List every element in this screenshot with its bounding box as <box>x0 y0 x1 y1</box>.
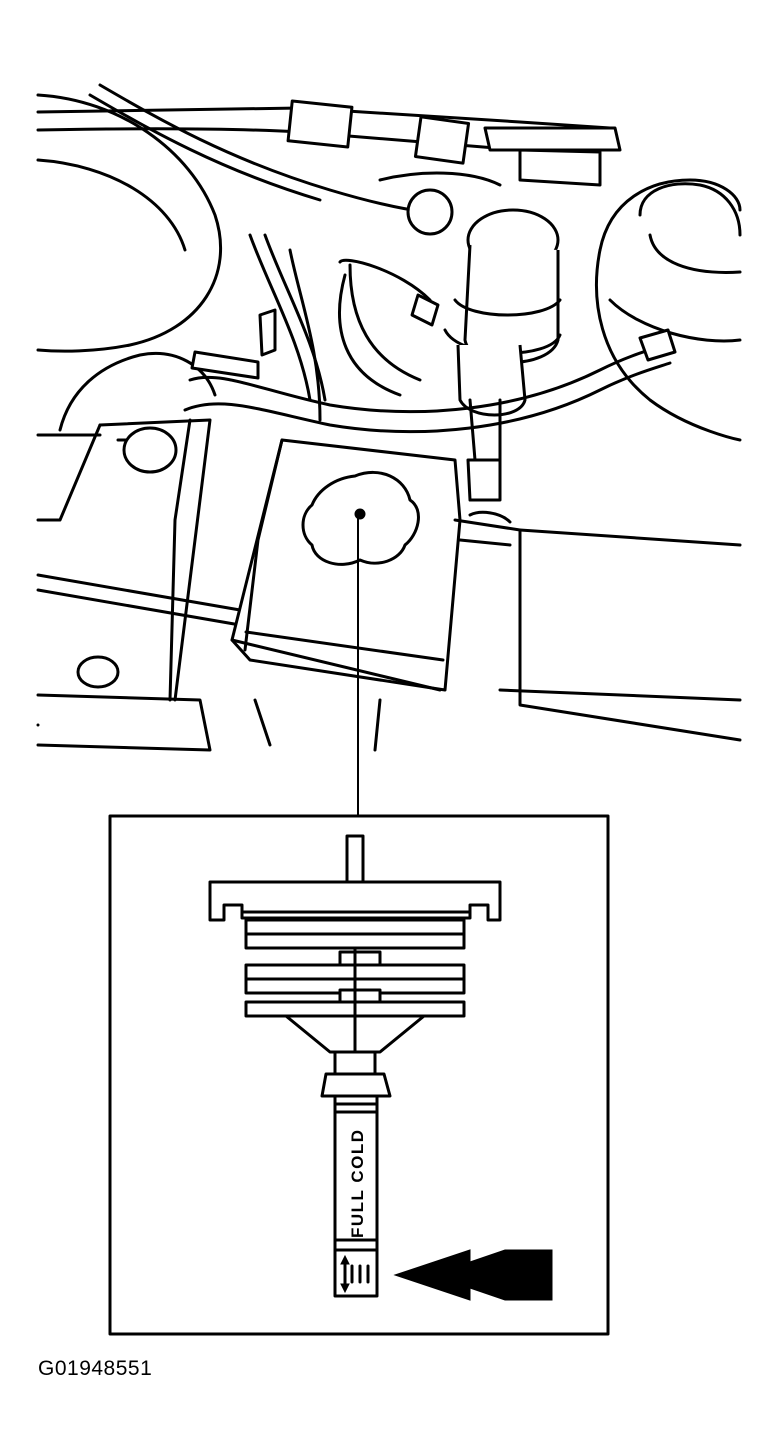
dipstick-inset: FULL COLD <box>108 814 610 1336</box>
figure-id-label: G01948551 <box>38 1357 153 1380</box>
engine-bay-view <box>36 83 742 752</box>
indicator-arrow-icon <box>393 1249 553 1301</box>
dipstick-full-cold-label: FULL COLD <box>348 1128 367 1238</box>
